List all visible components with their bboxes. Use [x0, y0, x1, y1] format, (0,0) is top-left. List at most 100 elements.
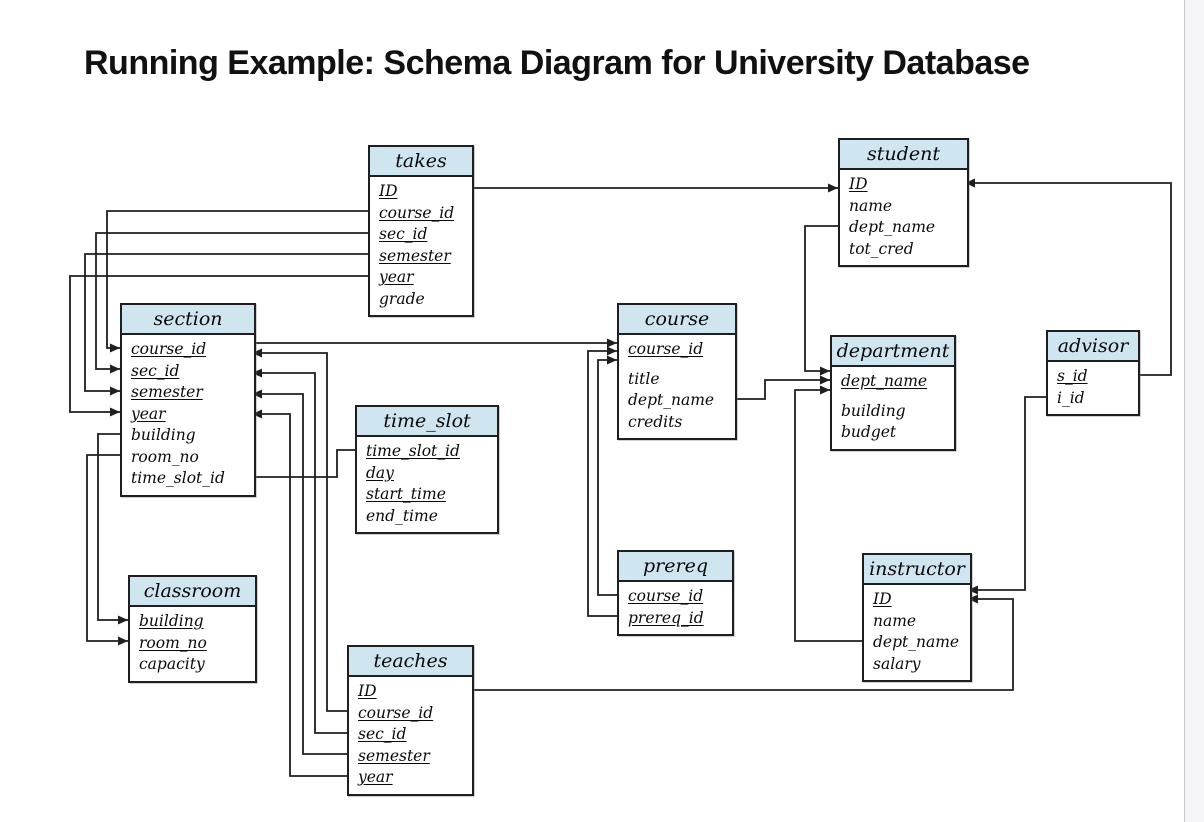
attribute-time_slot-day: day	[366, 463, 394, 482]
attribute-advisor-i_id: i_id	[1057, 388, 1085, 407]
attribute-instructor-salary: salary	[873, 654, 921, 673]
attribute-course-dept_name: dept_name	[628, 391, 715, 409]
arrowhead-into-instructor.ID	[968, 585, 978, 595]
arrowhead-into-section.course_id	[252, 348, 262, 358]
attribute-student-ID: ID	[849, 175, 868, 193]
entity-title-student: student	[840, 140, 967, 170]
attribute-course-title: title	[628, 369, 660, 388]
entity-title-takes: takes	[370, 147, 472, 177]
attribute-classroom-building: building	[139, 612, 204, 630]
attribute-instructor-dept_name: dept_name	[873, 633, 960, 651]
edge-teaches.year-to-section.year	[252, 413, 347, 777]
edge-takes.sec_id-to-section.sec_id	[95, 232, 368, 370]
arrowhead-into-department.dept_name	[820, 375, 830, 385]
arrowhead-into-department.dept_name	[820, 385, 830, 395]
arrowhead-into-section.year	[252, 409, 262, 419]
edge-takes.year-to-section.year	[69, 275, 368, 413]
attribute-student-tot_cred: tot_cred	[849, 239, 914, 258]
arrowhead-into-course.course_id	[607, 338, 617, 348]
entity-attributes-advisor: s_id i_id	[1048, 362, 1138, 414]
entity-attributes-department: dept_name building budget	[832, 367, 954, 449]
attribute-takes-sec_id: sec_id	[379, 225, 428, 243]
attribute-classroom-room_no: room_no	[139, 633, 207, 652]
attribute-advisor-s_id: s_id	[1057, 367, 1088, 385]
attribute-classroom-capacity: capacity	[139, 655, 205, 673]
attribute-takes-ID: ID	[379, 182, 398, 200]
right-panel-edge	[1184, 0, 1204, 822]
attribute-course-course_id: course_id	[628, 340, 704, 358]
edge-instructor.dept_name-to-department.dept_name	[794, 389, 862, 642]
attribute-student-name: name	[849, 196, 893, 215]
arrowhead-into-instructor.ID	[968, 594, 978, 604]
attribute-department-building: building	[841, 401, 906, 420]
edge-advisor.i_id-to-instructor.ID	[968, 396, 1046, 591]
edge-course.dept_name-to-department.dept_name	[733, 379, 830, 400]
arrowhead-into-course.course_id	[607, 355, 617, 365]
arrowhead-into-section.semester	[252, 389, 262, 399]
arrowhead-into-section.course_id	[110, 343, 120, 353]
attribute-department-dept_name: dept_name	[841, 372, 928, 390]
arrowhead-into-classroom.building	[118, 615, 128, 625]
edge-teaches.semester-to-section.semester	[252, 393, 347, 755]
arrowhead-into-section.semester	[110, 386, 120, 396]
attribute-instructor-ID: ID	[873, 590, 892, 608]
attribute-section-course_id: course_id	[131, 340, 207, 358]
attribute-section-building: building	[131, 426, 196, 444]
edge-section.time_slot_id-to-time_slot.time_slot_id	[252, 449, 355, 478]
entity-title-classroom: classroom	[130, 577, 255, 607]
arrowhead-into-section.sec_id	[252, 368, 262, 378]
attribute-teaches-course_id: course_id	[358, 703, 434, 722]
arrowhead-into-course.course_id	[607, 346, 617, 356]
attribute-section-semester: semester	[131, 383, 203, 401]
attribute-teaches-semester: semester	[358, 746, 430, 765]
edge-section.building-to-classroom.building	[97, 433, 128, 621]
attribute-time_slot-time_slot_id: time_slot_id	[366, 442, 460, 460]
attribute-section-time_slot_id: time_slot_id	[131, 469, 225, 487]
arrowhead-into-student.ID	[965, 178, 975, 188]
attribute-teaches-ID: ID	[358, 682, 377, 700]
entity-title-advisor: advisor	[1048, 332, 1138, 362]
attribute-time_slot-start_time: start_time	[366, 485, 446, 503]
arrowhead-into-section.sec_id	[110, 364, 120, 374]
entity-classroom: classroom building room_no capacity	[128, 575, 257, 683]
edge-section.room_no-to-classroom.room_no	[86, 454, 128, 642]
attribute-takes-semester: semester	[379, 246, 451, 265]
arrowhead-into-section.year	[110, 407, 120, 417]
attribute-prereq-course_id: course_id	[628, 587, 704, 605]
edge-teaches.sec_id-to-section.sec_id	[252, 372, 347, 734]
arrowhead-into-department.dept_name	[820, 366, 830, 376]
entity-advisor: advisor s_id i_id	[1046, 330, 1140, 416]
attribute-department-budget: budget	[841, 423, 897, 441]
edge-teaches.ID-to-instructor.ID	[470, 598, 1014, 691]
entity-title-section: section	[122, 305, 254, 335]
entity-attributes-classroom: building room_no capacity	[130, 607, 255, 681]
entity-title-department: department	[832, 337, 954, 367]
edge-advisor.s_id-to-student.ID	[965, 182, 1172, 376]
arrowhead-into-student.ID	[828, 183, 838, 193]
entity-department: department dept_name building budget	[830, 335, 956, 451]
arrowhead-into-classroom.room_no	[118, 636, 128, 646]
page-title: Running Example: Schema Diagram for Univ…	[84, 44, 1030, 82]
attribute-takes-course_id: course_id	[379, 203, 455, 222]
attribute-course-credits: credits	[628, 412, 683, 431]
edge-prereq.prereq_id-to-course.course_id	[587, 350, 617, 617]
attribute-takes-year: year	[379, 268, 414, 286]
